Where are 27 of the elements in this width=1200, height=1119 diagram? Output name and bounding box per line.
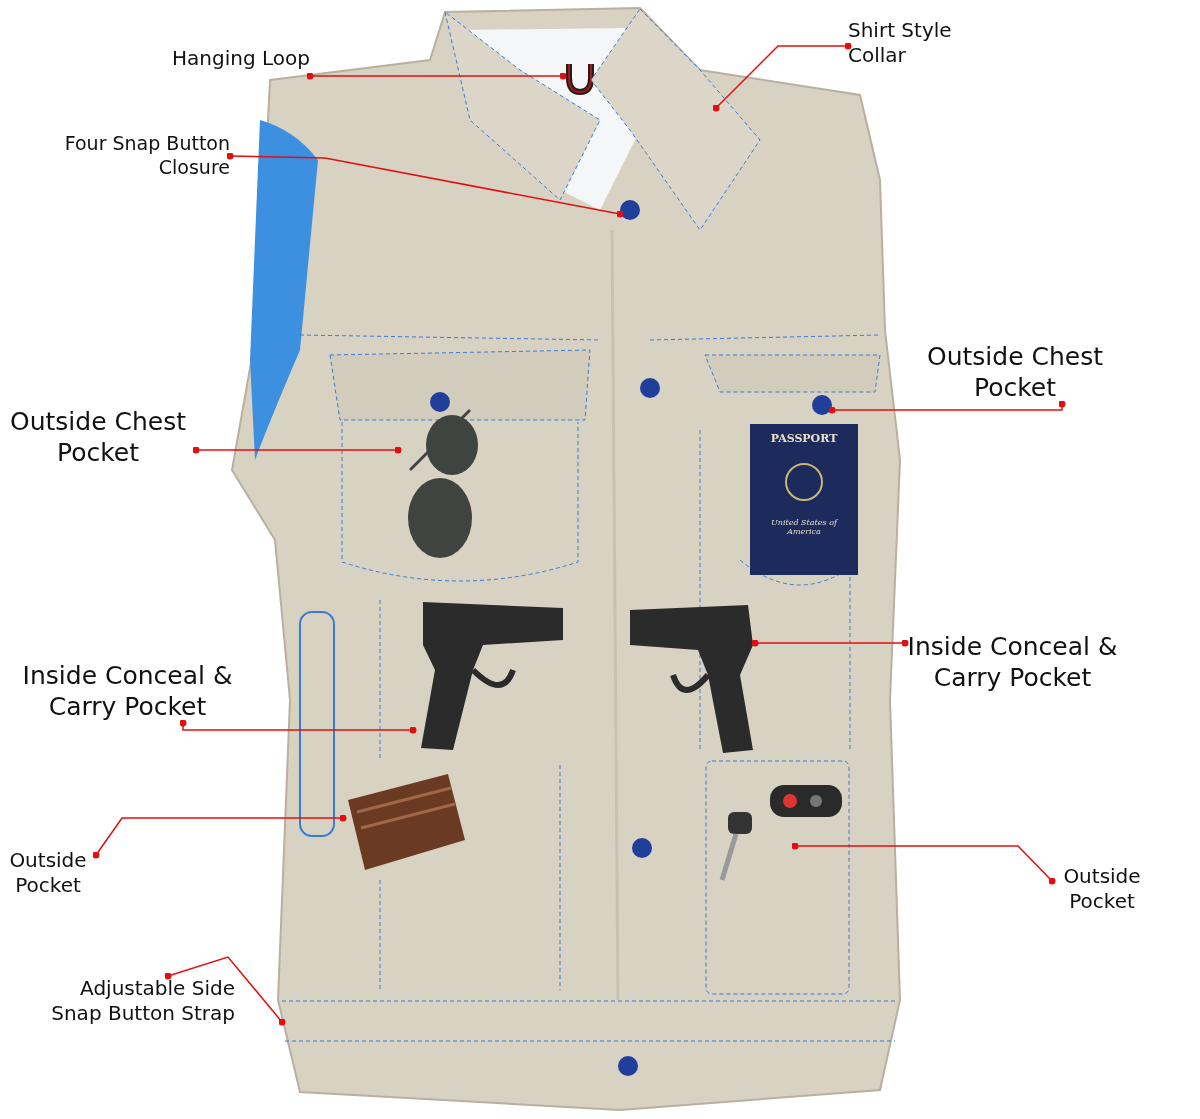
- callout-label: Inside Conceal & Carry Pocket: [905, 631, 1120, 694]
- callout-label: Shirt Style Collar: [848, 18, 973, 68]
- leader-line: [92, 814, 347, 859]
- lower-pocket: [705, 760, 850, 995]
- leader-line: [751, 639, 909, 647]
- callout-label: Outside Pocket: [1052, 864, 1152, 914]
- waistband-strap: [282, 1000, 897, 1042]
- leader-line: [306, 72, 567, 80]
- callout-label: Four Snap Button Closure: [52, 132, 230, 180]
- callout-label: Inside Conceal & Carry Pocket: [20, 660, 235, 723]
- callout-label: Outside Chest Pocket: [0, 406, 196, 469]
- leader-line: [192, 446, 402, 454]
- leader-line: [791, 842, 1056, 885]
- leader-line: [179, 719, 417, 734]
- callout-label: Outside Pocket: [0, 848, 96, 898]
- callout-label: Outside Chest Pocket: [915, 341, 1115, 404]
- leader-line: [712, 42, 852, 112]
- callout-label: Adjustable Side Snap Button Strap: [50, 976, 235, 1026]
- snap-button: [812, 395, 832, 415]
- callout-label: Hanging Loop: [148, 46, 310, 71]
- leader-line: [828, 400, 1066, 414]
- passport-caption: United States of America: [770, 518, 839, 536]
- leader-line: [164, 956, 286, 1026]
- collar-flap: [590, 8, 762, 232]
- leader-line: [226, 152, 624, 218]
- snap-button: [620, 200, 640, 220]
- passport-title: PASSPORT: [769, 432, 839, 445]
